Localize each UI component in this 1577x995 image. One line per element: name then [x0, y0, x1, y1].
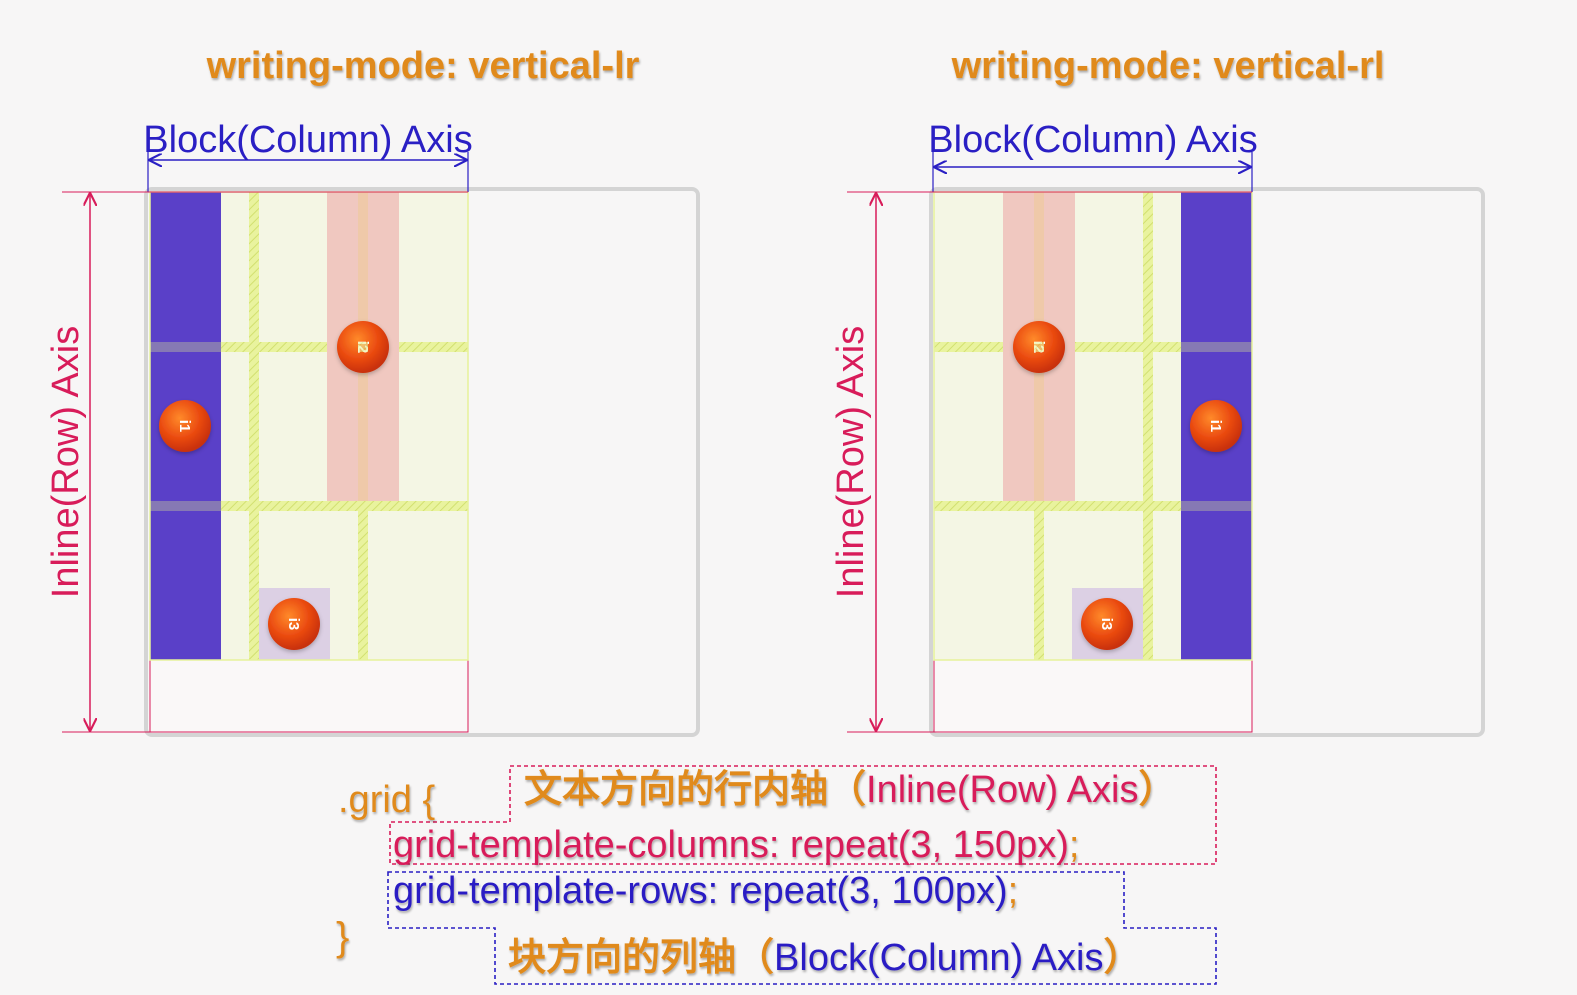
block-annotation: 块方向的列轴（Block(Column) Axis）	[508, 937, 1141, 979]
rows-property: grid-template-rows: repeat(3, 100px)	[393, 870, 1008, 912]
inline-annotation-axis: Inline(Row) Axis	[866, 769, 1138, 811]
block-axis-label: Block(Column) Axis	[928, 119, 1257, 161]
inline-open-paren: （	[828, 769, 866, 811]
grid-row-gap	[1181, 501, 1252, 511]
item-badge-1: i1	[159, 400, 211, 452]
grid-line-intersection	[1034, 342, 1044, 352]
grid-row-gap	[150, 501, 468, 511]
code-snippet: .grid { 文本方向的行内轴（Inline(Row) Axis） grid-…	[336, 765, 1217, 985]
inline-axis-annotation-box	[389, 765, 1217, 865]
block-axis-label: Block(Column) Axis	[143, 119, 472, 161]
grid-line-intersection	[358, 342, 368, 352]
inline-axis-label: Inline(Row) Axis	[830, 326, 872, 598]
inline-annotation: 文本方向的行内轴（Inline(Row) Axis）	[524, 769, 1176, 811]
panel-vertical-lr: writing-mode: vertical-lr i1 i2 i3	[45, 45, 700, 737]
code-close-brace: }	[336, 915, 349, 959]
item-badge-3: i3	[268, 598, 320, 650]
item-badge-label: i3	[285, 618, 302, 631]
panel-title: writing-mode: vertical-lr	[206, 45, 640, 87]
columns-property: grid-template-columns: repeat(3, 150px)	[393, 824, 1069, 866]
inline-annotation-prefix: 文本方向的行内轴	[524, 769, 828, 811]
block-axis-annotation-box	[387, 871, 1217, 985]
grid-column-gap	[1143, 192, 1153, 660]
item-badge-label: i3	[1098, 618, 1115, 631]
panel-vertical-rl: writing-mode: vertical-rl i1 i2 i3 Block…	[830, 45, 1485, 737]
item-badge-label: i1	[176, 420, 193, 433]
code-open-brace: .grid {	[338, 779, 435, 821]
block-open-paren: （	[736, 937, 774, 979]
item-badge-label: i1	[1207, 420, 1224, 433]
grid-row-gap	[150, 342, 221, 352]
grid-row-gap	[934, 342, 1252, 352]
item-badge-1: i1	[1190, 400, 1242, 452]
columns-semicolon: ;	[1069, 824, 1080, 866]
inline-axis-label: Inline(Row) Axis	[45, 326, 87, 598]
block-annotation-prefix: 块方向的列轴	[508, 937, 736, 979]
grid-remaining-space	[149, 659, 469, 733]
inline-close-paren: ）	[1138, 769, 1176, 811]
panel-title: writing-mode: vertical-rl	[951, 45, 1385, 87]
block-close-paren: ）	[1103, 937, 1141, 979]
block-annotation-axis: Block(Column) Axis	[774, 937, 1103, 979]
grid-row-gap	[150, 501, 221, 511]
code-rows-line: grid-template-rows: repeat(3, 100px);	[393, 870, 1018, 912]
grid-row-gap	[934, 501, 1252, 511]
item-badge-3: i3	[1081, 598, 1133, 650]
grid-column-gap	[249, 192, 259, 660]
grid-row-gap	[150, 342, 468, 352]
rows-semicolon: ;	[1008, 870, 1019, 912]
code-columns-line: grid-template-columns: repeat(3, 150px);	[393, 824, 1079, 866]
grid-remaining-space	[933, 659, 1253, 733]
grid-row-gap	[1181, 342, 1252, 352]
